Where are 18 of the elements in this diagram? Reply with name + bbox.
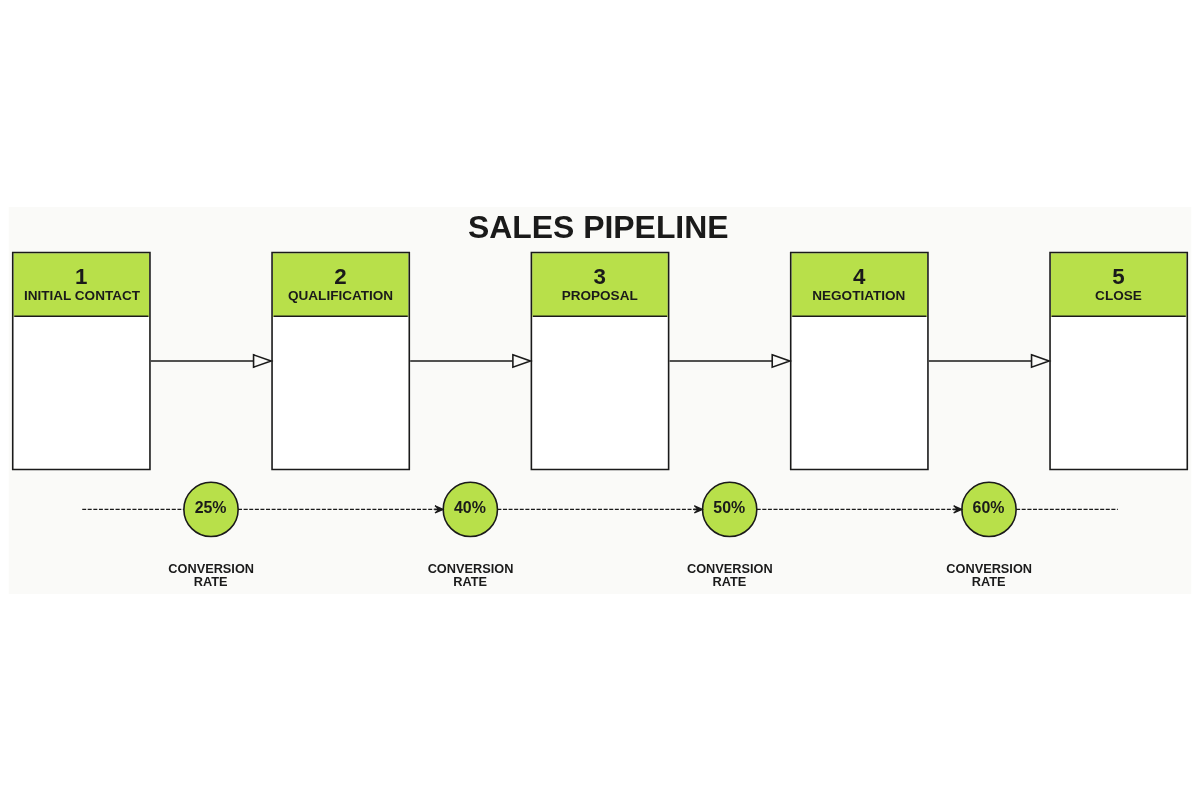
node-label: CONVERSION RATE xyxy=(168,560,255,589)
connector xyxy=(81,508,185,510)
node-circle: 25% xyxy=(183,481,239,537)
arrow xyxy=(237,504,444,514)
node-label: CONVERSION RATE xyxy=(946,560,1033,589)
arrow xyxy=(756,504,963,514)
node-label: CONVERSION RATE xyxy=(686,560,773,589)
connector xyxy=(1015,508,1119,510)
node-circle: 40% xyxy=(442,481,499,537)
arrow xyxy=(150,353,274,368)
arrow xyxy=(409,353,533,368)
node-label: CONVERSION RATE xyxy=(427,560,514,589)
node-circle: 60% xyxy=(961,481,1017,537)
arrow xyxy=(668,353,793,368)
node-circle: 50% xyxy=(701,481,758,537)
arrow xyxy=(496,504,703,514)
arrow xyxy=(928,353,1052,368)
diagram-title: SALES PIPELINE xyxy=(467,208,729,245)
